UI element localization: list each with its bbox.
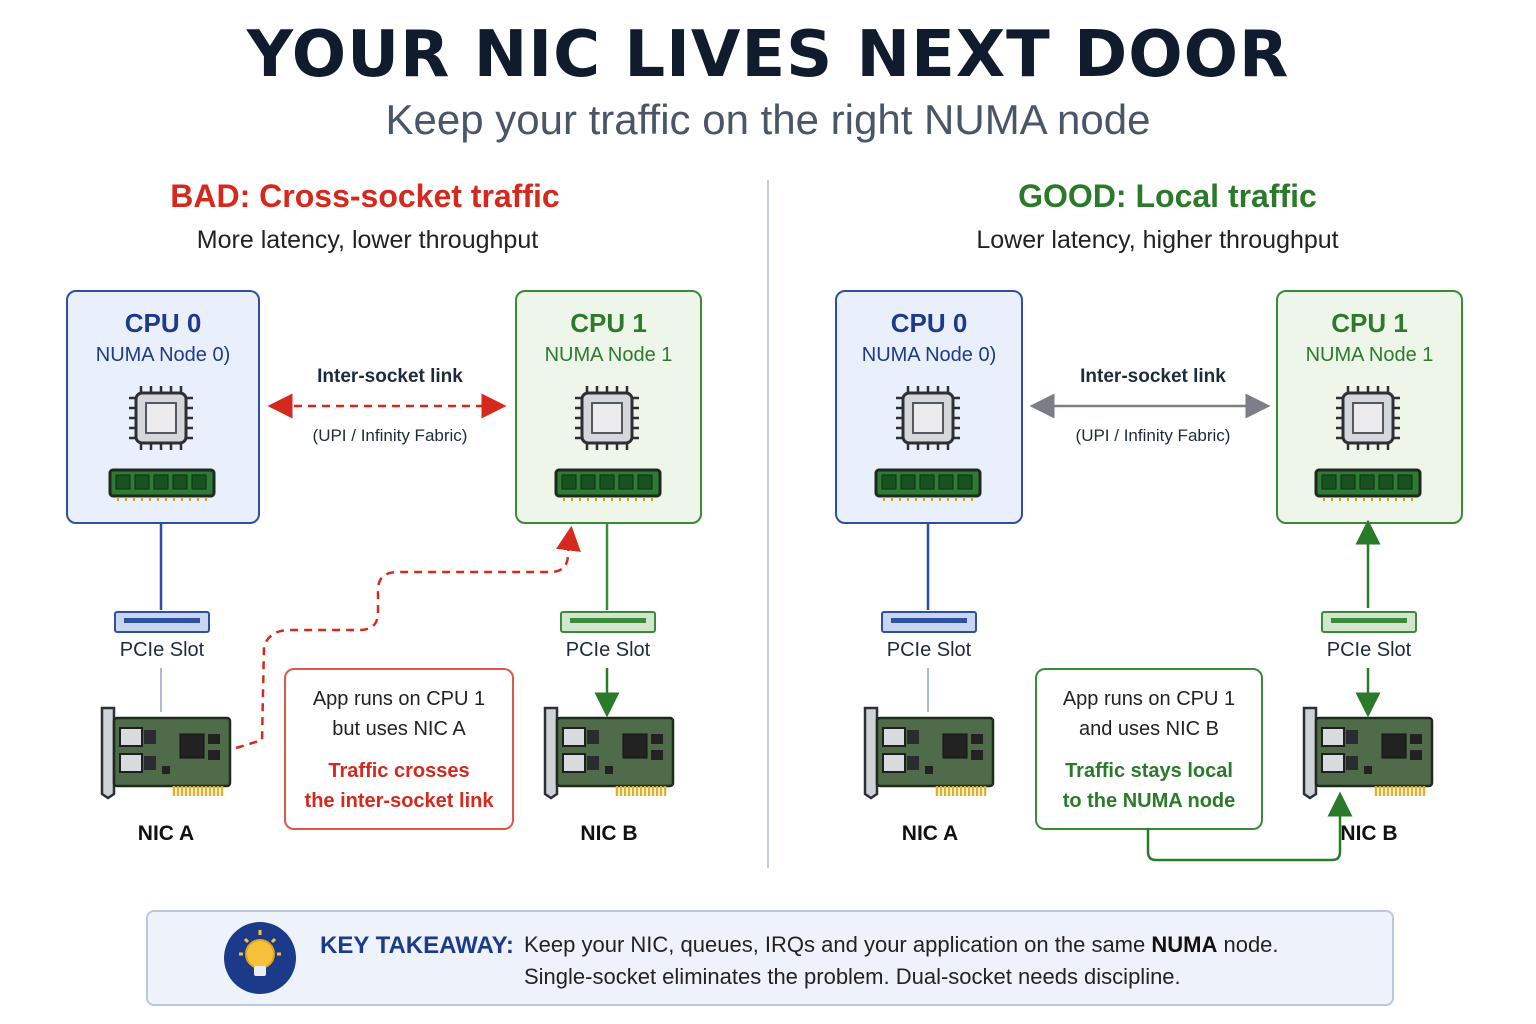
panel-divider xyxy=(767,180,769,868)
ram-stick-icon xyxy=(874,468,982,507)
cpu-chip-icon xyxy=(1332,382,1404,454)
good-cpu0-name: CPU 0 xyxy=(890,308,968,338)
bad-pcie-slot-b xyxy=(560,611,656,633)
good-cpu1-name: CPU 1 xyxy=(1331,308,1408,338)
good-pcie-slot-b xyxy=(1321,611,1417,633)
key-takeaway-line1-post: node. xyxy=(1217,932,1279,957)
cpu-chip-icon xyxy=(571,382,643,454)
nic-card-icon xyxy=(863,706,997,807)
good-note-emph1: Traffic stays local xyxy=(1065,760,1233,782)
good-panel-subtitle: Lower latency, higher throughput xyxy=(976,226,1339,254)
lightbulb-icon xyxy=(224,922,296,994)
bad-note-line2: but uses NIC A xyxy=(332,718,466,740)
ram-stick-icon xyxy=(554,468,662,507)
bad-cpu0-node: NUMA Node 0) xyxy=(95,344,231,366)
nic-card-icon xyxy=(543,706,677,807)
key-takeaway-label: KEY TAKEAWAY: xyxy=(320,932,514,959)
bad-cross-socket-path xyxy=(235,525,581,750)
good-link-label: Inter-socket link xyxy=(1080,366,1226,387)
bad-nic-b-label: NIC B xyxy=(580,822,638,845)
ram-stick-icon xyxy=(1314,468,1422,507)
key-takeaway-line2: Single-socket eliminates the problem. Du… xyxy=(524,964,1181,989)
page-subtitle: Keep your traffic on the right NUMA node xyxy=(385,96,1151,143)
key-takeaway-line1-pre: Keep your NIC, queues, IRQs and your app… xyxy=(524,932,1152,957)
good-local-path xyxy=(1146,791,1353,862)
cpu-chip-icon xyxy=(125,382,197,454)
good-nic-b-label: NIC B xyxy=(1340,822,1398,845)
good-cpu0-node: NUMA Node 0) xyxy=(861,344,997,366)
bad-note-line1: App runs on CPU 1 xyxy=(312,688,486,710)
good-pcie-slot-b-label: PCIe Slot xyxy=(1326,639,1412,661)
good-note-emph2: to the NUMA node xyxy=(1062,790,1236,812)
good-pcie-slot-a-label: PCIe Slot xyxy=(886,639,972,661)
good-panel-title: GOOD: Local traffic xyxy=(1018,178,1317,214)
bad-cpu1-node: NUMA Node 1 xyxy=(544,344,673,366)
bad-link-label: Inter-socket link xyxy=(317,366,463,387)
bad-nic-a-label: NIC A xyxy=(137,822,195,845)
good-cpu1-node: NUMA Node 1 xyxy=(1305,344,1434,366)
bad-link-sub: (UPI / Infinity Fabric) xyxy=(312,426,468,445)
bad-note: App runs on CPU 1 but uses NIC A Traffic… xyxy=(284,668,514,830)
bad-pcie-slot-b-label: PCIe Slot xyxy=(565,639,651,661)
good-pcie-slot-a xyxy=(881,611,977,633)
bad-note-emph1: Traffic crosses xyxy=(328,760,470,782)
good-nic-a-label: NIC A xyxy=(901,822,959,845)
bad-panel-title: BAD: Cross-socket traffic xyxy=(170,178,560,214)
bad-pcie-slot-a xyxy=(114,611,210,633)
bad-cpu1-name: CPU 1 xyxy=(570,308,647,338)
bad-pcie-slot-a-label: PCIe Slot xyxy=(119,639,205,661)
key-takeaway-line1: Keep your NIC, queues, IRQs and your app… xyxy=(524,932,1279,958)
bad-note-emph2: the inter-socket link xyxy=(304,790,494,812)
key-takeaway-line1-bold: NUMA xyxy=(1151,932,1218,957)
good-note-line1: App runs on CPU 1 xyxy=(1062,688,1236,710)
nic-card-icon xyxy=(100,706,234,807)
page-title: YOUR NIC LIVES NEXT DOOR xyxy=(246,18,1290,92)
good-note-line2: and uses NIC B xyxy=(1078,718,1220,740)
ram-stick-icon xyxy=(108,468,216,507)
good-link-sub: (UPI / Infinity Fabric) xyxy=(1075,426,1231,445)
bad-cpu0-name: CPU 0 xyxy=(124,308,202,338)
good-note: App runs on CPU 1 and uses NIC B Traffic… xyxy=(1035,668,1263,830)
bad-panel-subtitle: More latency, lower throughput xyxy=(196,226,539,254)
nic-card-icon xyxy=(1302,706,1436,807)
cpu-chip-icon xyxy=(892,382,964,454)
key-takeaway-box: KEY TAKEAWAY: Keep your NIC, queues, IRQ… xyxy=(146,910,1394,1006)
